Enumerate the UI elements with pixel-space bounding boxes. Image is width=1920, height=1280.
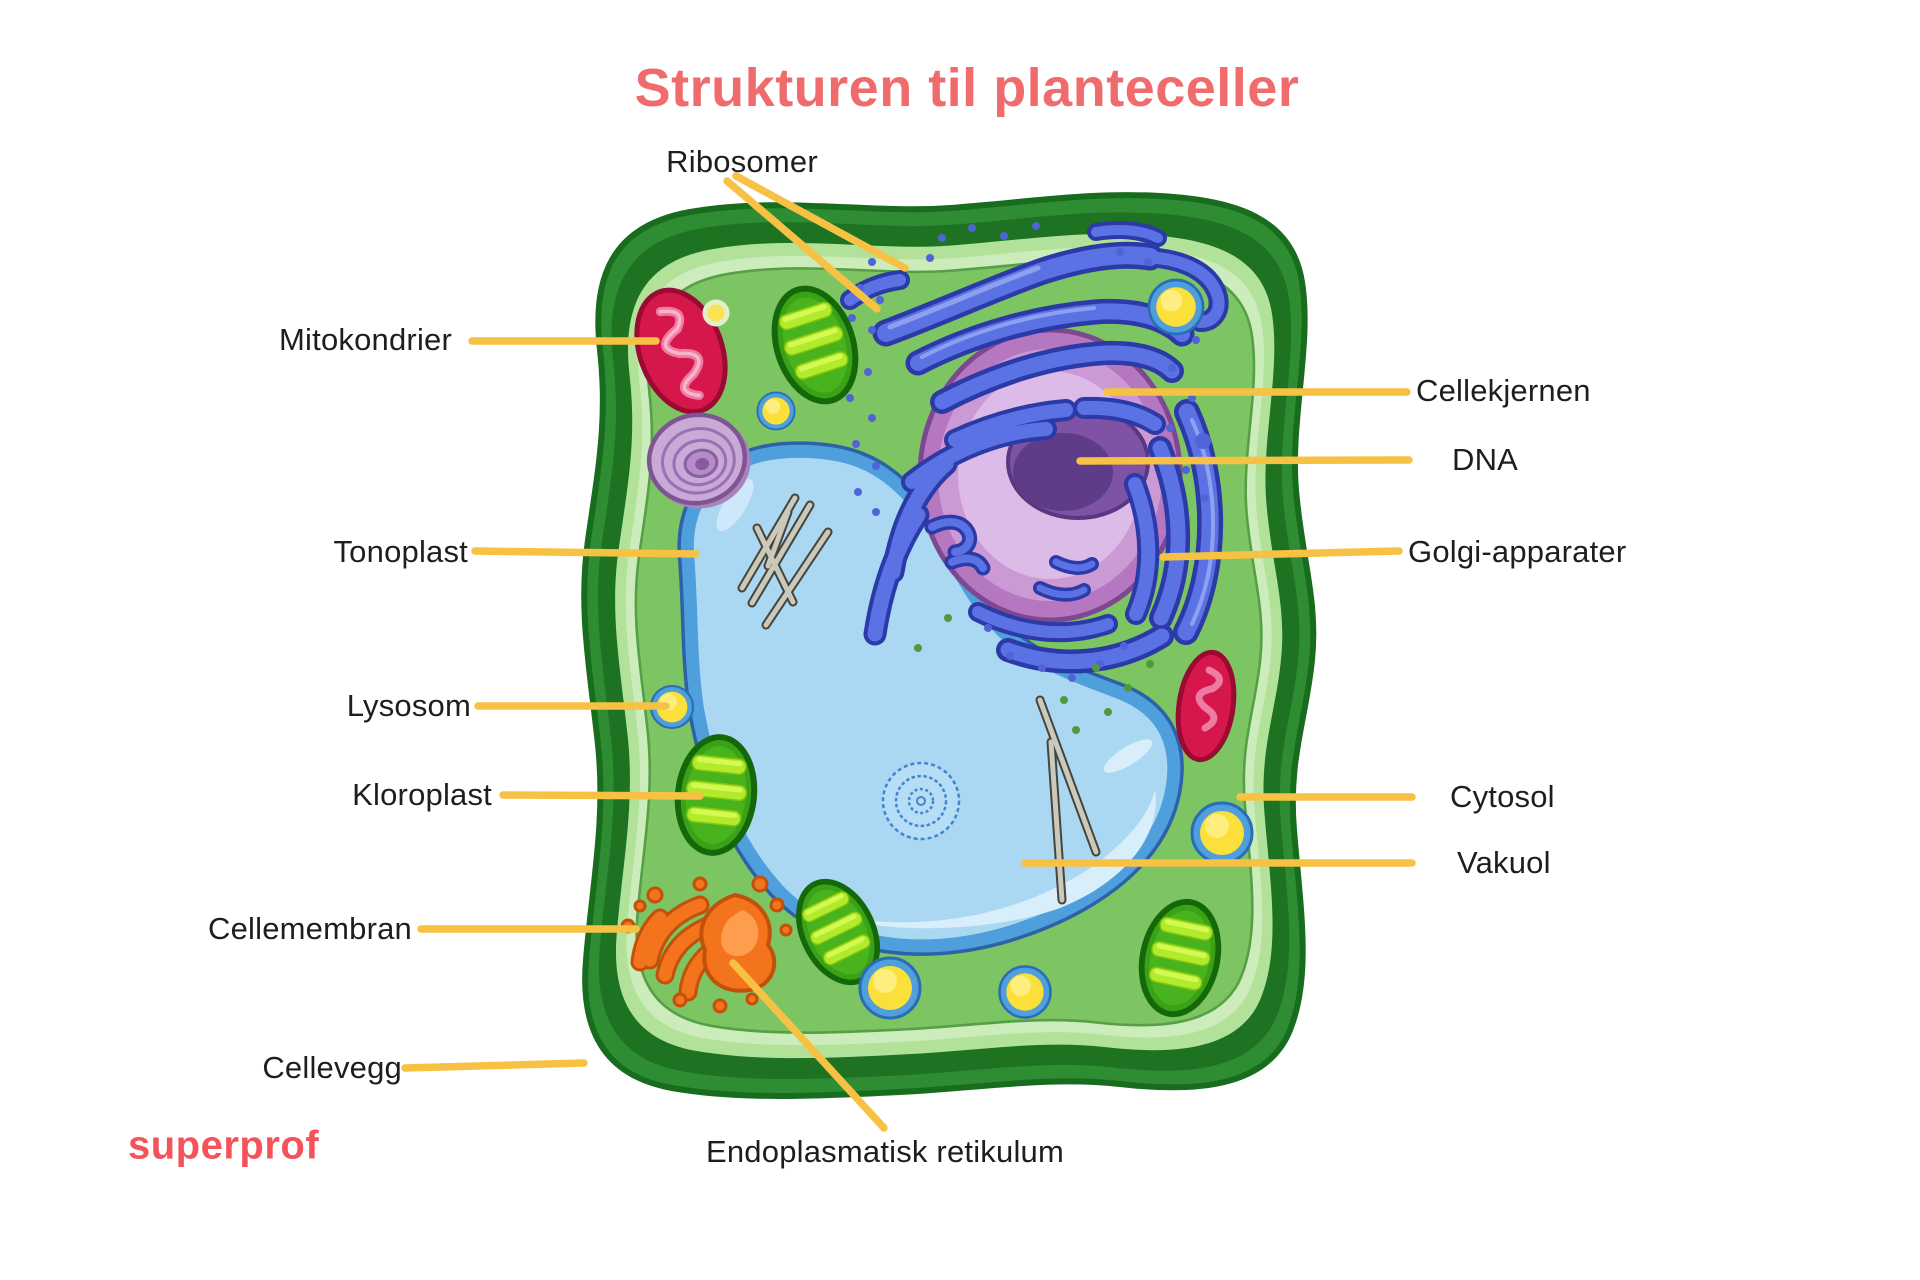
vacuole-highlight (800, 790, 1156, 929)
label-cellemembran: Cellemembran (208, 911, 412, 946)
label-dna: DNA (1452, 442, 1519, 477)
label-cellevegg: Cellevegg (262, 1050, 402, 1085)
label-ribosomer: Ribosomer (666, 144, 818, 179)
mitochondrion-left (634, 287, 728, 415)
vacuole (677, 441, 1184, 956)
raphide-needles (737, 493, 1101, 905)
label-mitokondrier: Mitokondrier (279, 322, 452, 357)
leader-lines (401, 172, 1416, 1132)
kloroplast-line (499, 791, 704, 800)
lysosomes (649, 278, 1254, 1020)
label-kloroplast: Kloroplast (352, 777, 492, 812)
cellevegg-line (401, 1059, 588, 1072)
label-tonoplast: Tonoplast (333, 534, 468, 569)
mitochondrion-right (1175, 649, 1237, 763)
page-title: Strukturen til planteceller (634, 58, 1300, 118)
label-endoplasmatisk-retikulum: Endoplasmatisk retikulum (705, 1134, 1065, 1169)
label-vakuol: Vakuol (1457, 845, 1551, 880)
label-cytosol: Cytosol (1450, 779, 1555, 814)
golgi-line (1159, 547, 1403, 561)
smooth-endoplasmic-reticulum (620, 875, 793, 1014)
label-cellekjernen: Cellekjernen (1416, 373, 1591, 408)
label-lysosom: Lysosom (346, 688, 471, 723)
crystal-rosette (881, 761, 961, 841)
small-vesicle (702, 299, 730, 327)
ribosomer-line-2 (723, 177, 881, 313)
endoplasmatisk-line (729, 959, 888, 1132)
superprof-logo: superprof (128, 1123, 320, 1168)
label-golgi-apparater: Golgi-apparater (1408, 534, 1627, 569)
dna-line (1076, 456, 1413, 465)
ribosomer-line-1 (732, 172, 909, 272)
tonoplast-line (471, 547, 700, 558)
spiral-organelle (646, 412, 751, 509)
